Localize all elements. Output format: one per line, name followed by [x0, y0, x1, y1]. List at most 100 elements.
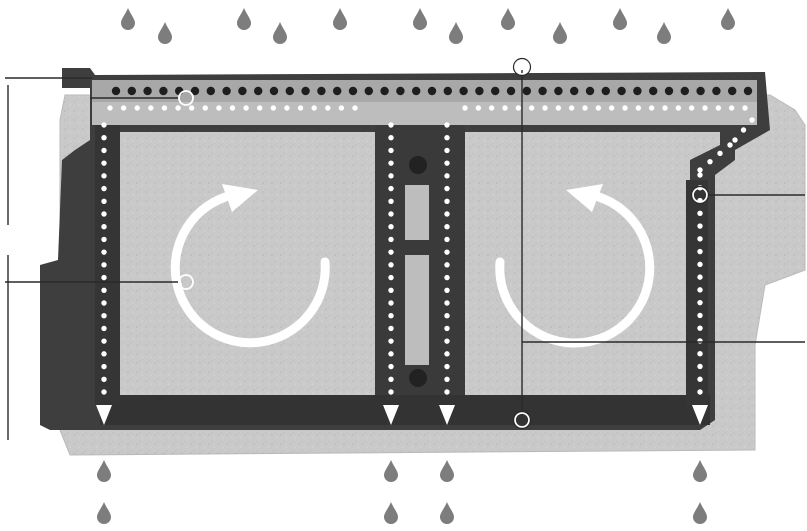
water-drop-icon — [693, 502, 707, 524]
flow-dot — [556, 105, 561, 110]
header-hole — [222, 87, 230, 95]
flow-dot — [444, 173, 449, 178]
flow-dot — [101, 135, 106, 140]
water-drop-icon — [121, 8, 135, 30]
flow-dot — [707, 159, 712, 164]
header-hole — [696, 87, 704, 95]
header-hole — [349, 87, 357, 95]
flow-dot — [444, 122, 449, 127]
water-drop-icon — [384, 460, 398, 482]
left-concrete-panel — [118, 132, 376, 397]
flow-dot — [444, 186, 449, 191]
flow-dot — [444, 300, 449, 305]
flow-dot — [101, 224, 106, 229]
flow-dot — [388, 211, 393, 216]
flow-dot — [622, 105, 627, 110]
flow-dot — [697, 364, 702, 369]
flow-dot — [444, 364, 449, 369]
flow-dot — [388, 288, 393, 293]
flow-dot — [697, 172, 702, 177]
flow-dot — [444, 377, 449, 382]
flow-dot — [101, 199, 106, 204]
flow-dot — [697, 274, 702, 279]
flow-dot — [101, 275, 106, 280]
water-drop-icon — [613, 8, 627, 30]
flow-dot — [489, 105, 494, 110]
header-hole — [681, 87, 689, 95]
flow-dot — [101, 160, 106, 165]
water-drop-icon — [721, 8, 735, 30]
header-hole — [380, 87, 388, 95]
flow-dot — [444, 275, 449, 280]
flow-dot — [107, 105, 112, 110]
header-hole — [665, 87, 673, 95]
header-hole — [301, 87, 309, 95]
flow-dot — [162, 105, 167, 110]
flow-dot — [101, 326, 106, 331]
header-hole — [744, 87, 752, 95]
flow-dot — [697, 313, 702, 318]
flow-dot — [742, 105, 747, 110]
flow-dot — [101, 262, 106, 267]
flow-dot — [716, 105, 721, 110]
flow-dot — [697, 249, 702, 254]
flow-dot — [388, 249, 393, 254]
flow-dot — [697, 338, 702, 343]
flow-dot — [444, 313, 449, 318]
header-hole — [602, 87, 610, 95]
flow-dot — [749, 117, 754, 122]
flow-dot — [697, 377, 702, 382]
flow-dot — [444, 135, 449, 140]
flow-dot — [444, 249, 449, 254]
water-drop-icon — [440, 502, 454, 524]
flow-dot — [697, 325, 702, 330]
flow-dot — [203, 105, 208, 110]
water-drop-icon — [440, 460, 454, 482]
header-hole — [617, 87, 625, 95]
header-hole — [286, 87, 294, 95]
header-hole — [491, 87, 499, 95]
flow-dot — [388, 389, 393, 394]
flow-dot — [444, 262, 449, 267]
flow-dot — [175, 105, 180, 110]
water-drop-icon — [237, 8, 251, 30]
flow-dot — [444, 160, 449, 165]
bottom-rail — [100, 395, 710, 425]
flow-dot — [732, 137, 737, 142]
header-hole — [507, 87, 515, 95]
flow-dot — [339, 105, 344, 110]
flow-dot — [462, 105, 467, 110]
flow-dot — [502, 105, 507, 110]
flow-dot — [101, 186, 106, 191]
flow-dot — [388, 326, 393, 331]
header-hole — [554, 87, 562, 95]
flow-dot — [298, 105, 303, 110]
flow-dot — [444, 199, 449, 204]
flow-dot — [444, 338, 449, 343]
flow-dot — [216, 105, 221, 110]
flow-dot — [388, 338, 393, 343]
header-hole — [112, 87, 120, 95]
flow-dot — [101, 300, 106, 305]
flow-dot — [388, 186, 393, 191]
flow-dot — [697, 167, 702, 172]
flow-dot — [444, 224, 449, 229]
flow-dot — [476, 105, 481, 110]
right-wall — [686, 180, 708, 405]
water-drop-icon — [413, 8, 427, 30]
flow-dot — [697, 211, 702, 216]
header-hole — [365, 87, 373, 95]
flow-dot — [388, 300, 393, 305]
center-plug-bottom — [409, 369, 427, 387]
header-hole — [412, 87, 420, 95]
center-slot-bottom — [405, 255, 429, 365]
flow-dot — [697, 262, 702, 267]
flow-dot — [542, 105, 547, 110]
header-hole — [128, 87, 136, 95]
flow-dot — [388, 122, 393, 127]
header-hole — [317, 87, 325, 95]
flow-dot — [101, 364, 106, 369]
flow-dot — [717, 151, 722, 156]
header-hole — [238, 87, 246, 95]
